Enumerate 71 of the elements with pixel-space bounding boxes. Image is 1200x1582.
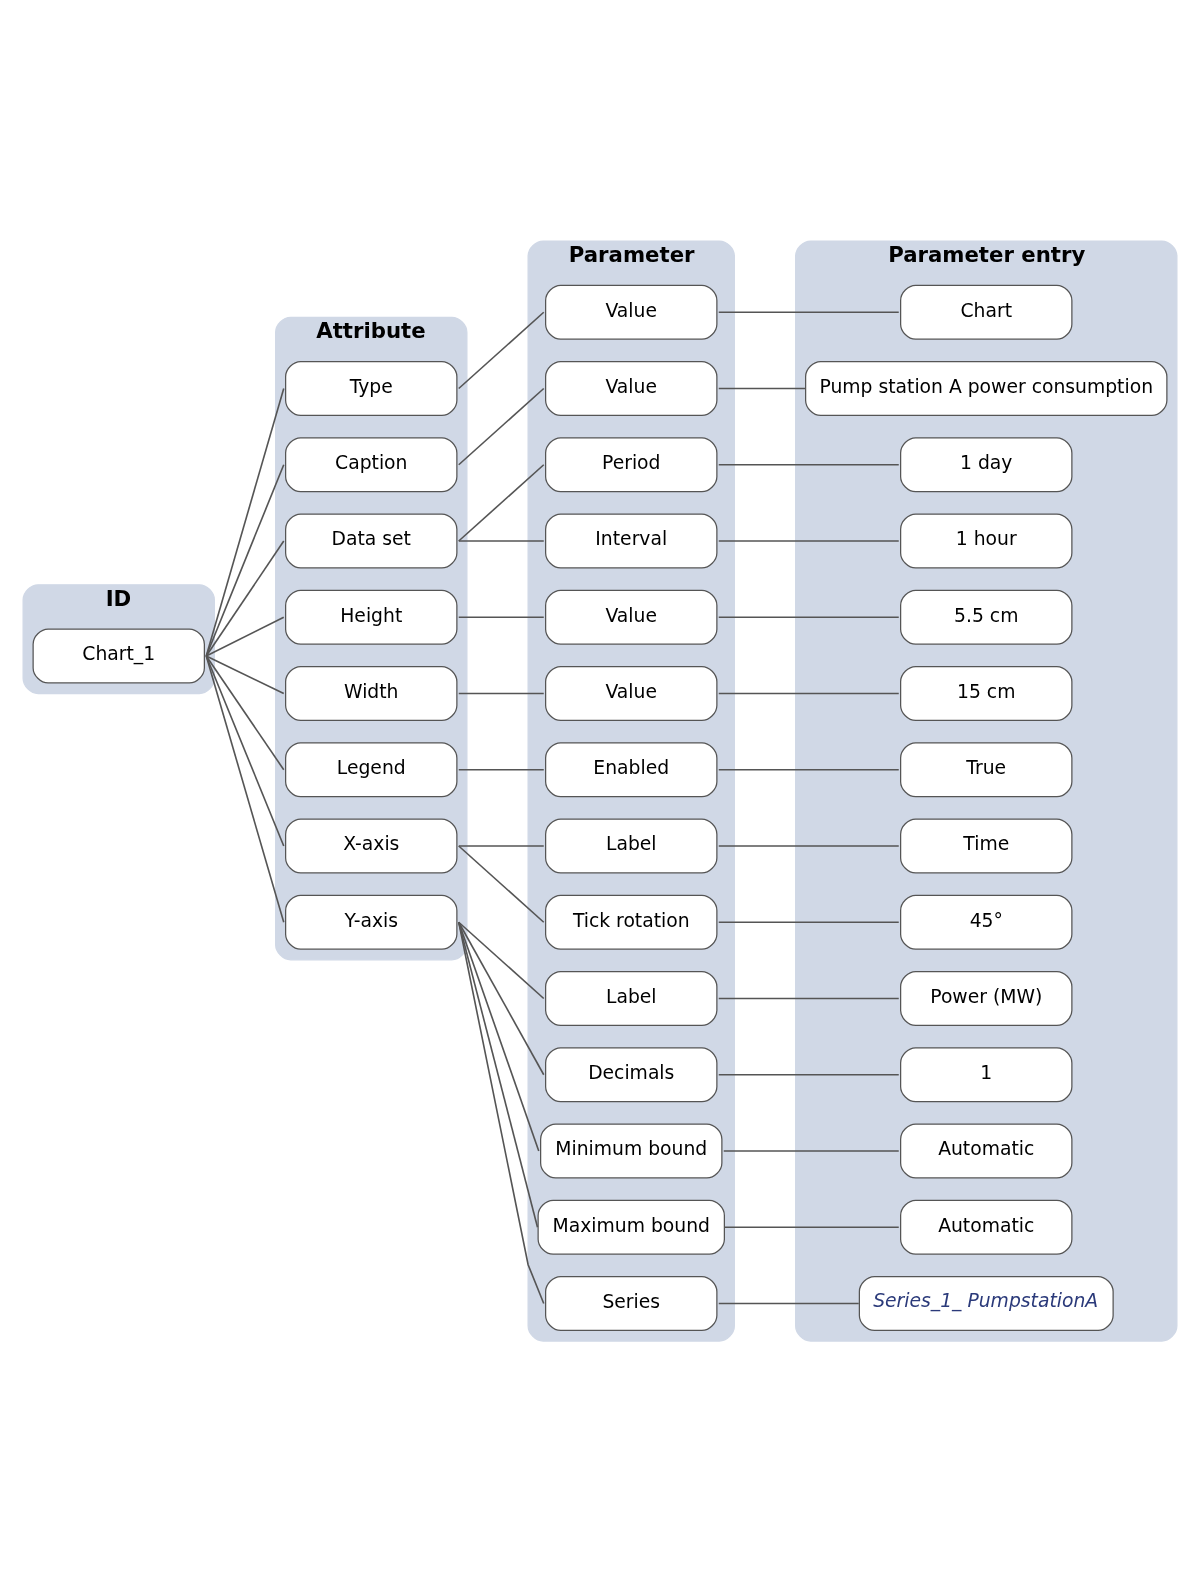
connector bbox=[717, 387, 806, 390]
node-box: Time bbox=[900, 818, 1073, 874]
node-box: Series_1_ PumpstationA bbox=[858, 1276, 1114, 1331]
node-box: Minimum bound bbox=[540, 1123, 723, 1179]
node-box: 1 day bbox=[900, 437, 1073, 493]
connector bbox=[205, 540, 285, 657]
connector bbox=[457, 845, 545, 924]
node-box: Legend bbox=[285, 742, 458, 798]
node-box: Automatic bbox=[900, 1199, 1073, 1255]
connector bbox=[717, 311, 900, 314]
connector bbox=[457, 921, 545, 1076]
node-box: Y-axis bbox=[285, 894, 458, 950]
connector bbox=[457, 921, 545, 1305]
node-box: 1 hour bbox=[900, 513, 1073, 569]
connector bbox=[457, 387, 545, 466]
node-box: Decimals bbox=[545, 1047, 718, 1103]
node-box: Value bbox=[545, 589, 718, 645]
node-box: Interval bbox=[545, 513, 718, 569]
node-box: Chart_1 bbox=[32, 628, 205, 684]
node-box: Value bbox=[545, 666, 718, 721]
connector bbox=[717, 1302, 860, 1305]
connector bbox=[205, 655, 285, 847]
connector bbox=[457, 463, 545, 542]
node-box: Pump station A power consumption bbox=[805, 361, 1168, 416]
connector bbox=[717, 997, 900, 1000]
connector bbox=[717, 921, 900, 924]
connector bbox=[205, 655, 285, 924]
node-box: Caption bbox=[285, 437, 458, 493]
connector bbox=[205, 655, 285, 771]
connector bbox=[457, 311, 545, 390]
node-box: 45° bbox=[900, 894, 1073, 950]
node-box: X-axis bbox=[285, 818, 458, 874]
connector bbox=[205, 616, 285, 657]
connector bbox=[717, 1073, 900, 1076]
node-box: 15 cm bbox=[900, 666, 1073, 721]
node-box: Series bbox=[545, 1276, 718, 1331]
connector bbox=[717, 463, 900, 466]
node-box: Data set bbox=[285, 513, 458, 569]
node-box: Maximum bound bbox=[537, 1199, 725, 1255]
connector bbox=[457, 540, 545, 542]
node-box: Label bbox=[545, 971, 718, 1026]
connector bbox=[717, 616, 900, 619]
node-box: Value bbox=[545, 284, 718, 340]
node-box: Period bbox=[545, 437, 718, 493]
connector bbox=[457, 616, 545, 619]
node-box: True bbox=[900, 742, 1073, 798]
connector bbox=[457, 692, 545, 695]
node-box: Tick rotation bbox=[545, 894, 718, 950]
connector bbox=[717, 692, 900, 695]
node-box: Value bbox=[545, 361, 718, 416]
connector bbox=[205, 387, 285, 657]
node-box: Automatic bbox=[900, 1123, 1073, 1179]
node-box: Enabled bbox=[545, 742, 718, 798]
connector bbox=[717, 540, 900, 542]
connector bbox=[457, 921, 545, 1000]
connector bbox=[205, 655, 285, 695]
node-box: 5.5 cm bbox=[900, 589, 1073, 645]
connector bbox=[722, 1150, 900, 1152]
connector bbox=[724, 1226, 900, 1229]
node-box: Chart bbox=[900, 284, 1073, 340]
connector bbox=[457, 768, 545, 771]
node-box: 1 bbox=[900, 1047, 1073, 1103]
node-box: Power (MW) bbox=[900, 971, 1073, 1026]
connector bbox=[457, 845, 545, 847]
node-box: Type bbox=[285, 361, 458, 416]
node-box: Width bbox=[285, 666, 458, 721]
node-box: Height bbox=[285, 589, 458, 645]
connector bbox=[717, 845, 900, 847]
node-box: Label bbox=[545, 818, 718, 874]
connector bbox=[717, 768, 900, 771]
connector bbox=[205, 463, 285, 657]
